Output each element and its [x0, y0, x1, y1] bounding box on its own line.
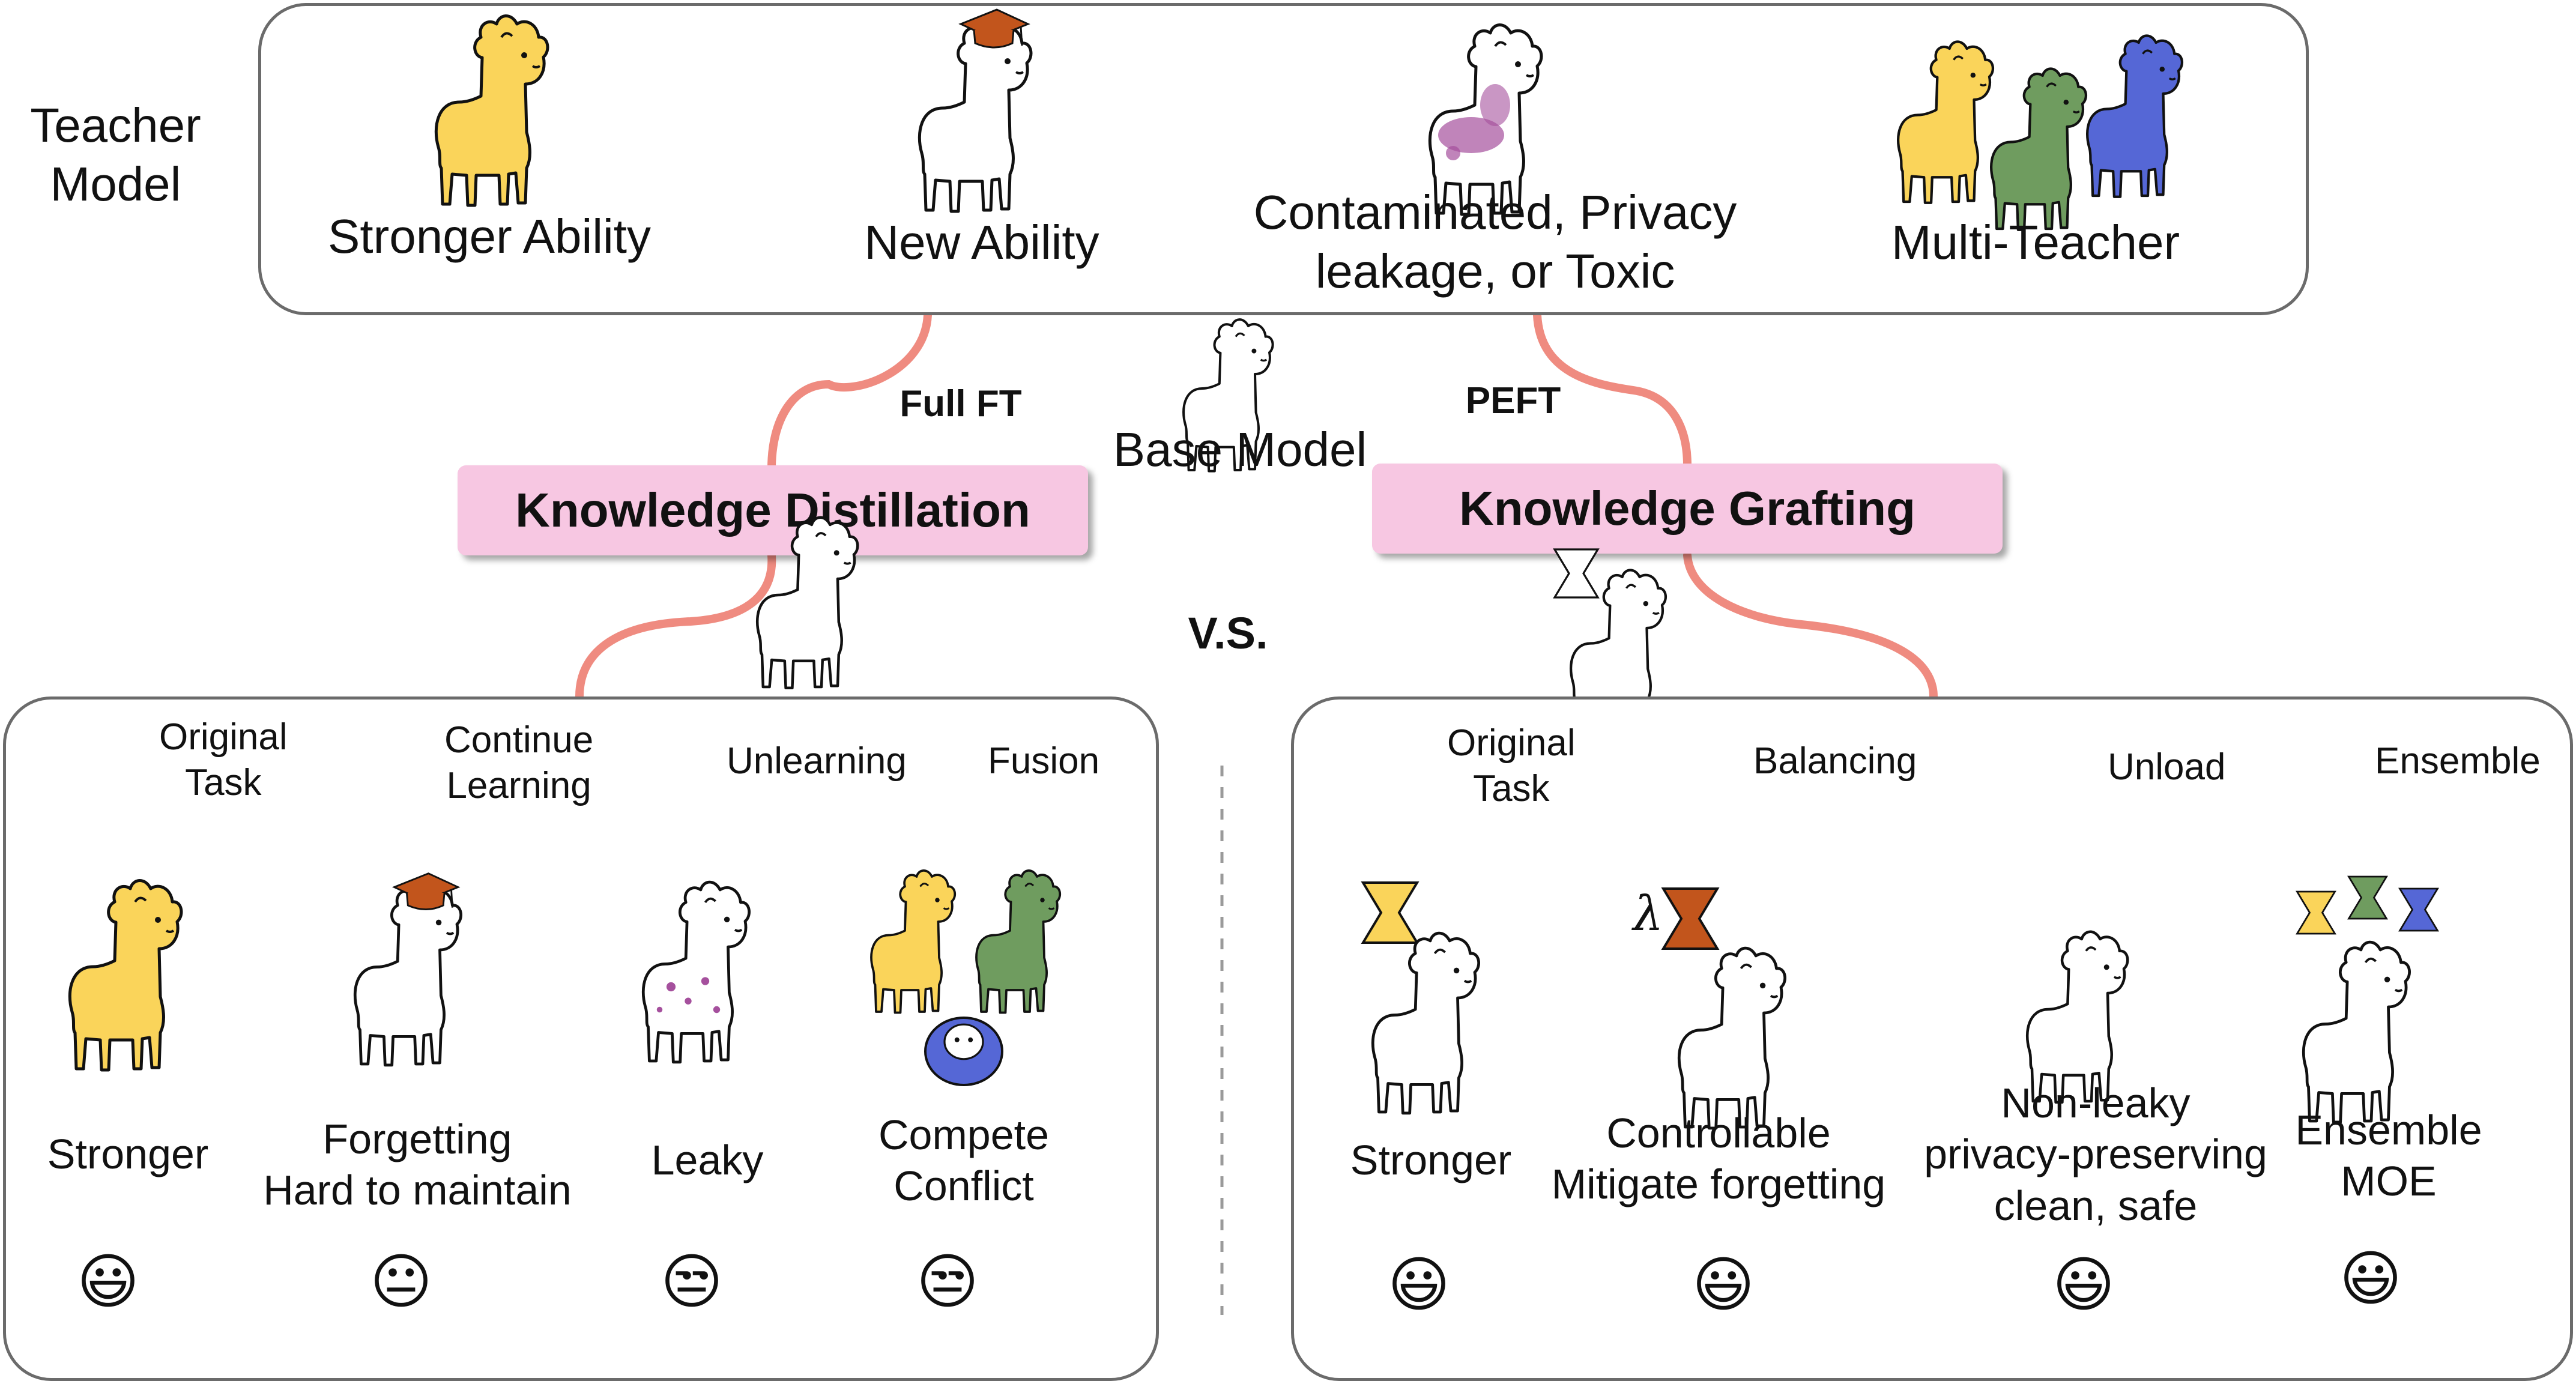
grafting-result-3: Ensemble MOE: [2295, 1107, 2482, 1205]
teacher-item-contaminated: Contaminated, Privacy leakage, or Toxic: [1253, 186, 1737, 298]
unload-alpaca-icon: [2027, 932, 2127, 1102]
smiley-face-icon: 😃: [1692, 1251, 1755, 1319]
grafting-arrow-label-2: Unload: [2108, 746, 2226, 788]
distillation-arrow-label-1: Continue Learning: [444, 719, 594, 806]
leaky-alpaca-icon: [643, 882, 749, 1062]
distillation-result-3: Compete Conflict: [878, 1111, 1050, 1210]
fusion-alpacas-icon: [870, 869, 1062, 1087]
balancing-adapter-icon: [1662, 887, 1719, 950]
knowledge-distillation-title: Knowledge Distillation: [458, 465, 1088, 555]
grafting-result-0: Stronger: [1350, 1137, 1512, 1183]
stronger-grafted-alpaca-icon: [1373, 933, 1478, 1113]
unamused-face-icon: 😒: [660, 1248, 724, 1316]
lambda-symbol: λ: [1633, 886, 1664, 941]
unamused-face-icon: 😒: [916, 1248, 979, 1316]
knowledge-grafting-title: Knowledge Grafting: [1372, 464, 2003, 554]
teacher-item-new-ability: New Ability: [864, 216, 1099, 269]
teacher-model-label: Teacher Model: [30, 98, 201, 211]
distillation-result-2: Leaky: [651, 1137, 764, 1183]
distillation-arrow-label-3: Fusion: [988, 740, 1100, 782]
smiley-face-icon: 😃: [76, 1248, 140, 1316]
grafting-arrow-label-1: Balancing: [1753, 740, 1917, 782]
contaminated-alpaca-icon: [1430, 25, 1541, 214]
smiley-face-icon: 😃: [1387, 1251, 1451, 1319]
full-ft-connector: [767, 311, 932, 473]
neutral-face-icon: 😐: [369, 1248, 433, 1316]
distillation-result-1: Forgetting Hard to maintain: [263, 1116, 572, 1214]
peft-connector: [1533, 311, 1692, 470]
forgetting-alpaca-icon: [355, 872, 461, 1065]
smiley-face-icon: 😃: [2052, 1251, 2115, 1319]
grafting-arrow-label-0: Original Task: [1447, 722, 1576, 809]
grafting-down-connector: [1683, 551, 1938, 701]
distillation-arrow-label-2: Unlearning: [727, 740, 907, 782]
distillation-down-connector: [575, 551, 776, 701]
distillation-result-0: Stronger: [47, 1131, 209, 1177]
teacher-item-multi-teacher: Multi-Teacher: [1891, 216, 2180, 269]
peft-label: PEFT: [1465, 380, 1561, 422]
grafting-result-1: Controllable Mitigate forgetting: [1551, 1110, 1886, 1208]
balancing-alpaca-icon: [1679, 948, 1785, 1128]
teacher-item-stronger-ability: Stronger Ability: [327, 210, 652, 263]
base-model-label: Base Model: [1113, 423, 1367, 476]
ensemble-adapters-icon: [2296, 875, 2438, 935]
stronger-adapter-icon: [1362, 881, 1418, 944]
stronger-yellow-alpaca-icon: [70, 880, 181, 1070]
ensemble-alpaca-icon: [2303, 942, 2409, 1122]
grafting-arrow-label-3: Ensemble: [2375, 740, 2541, 782]
grafting-result-2: Non-leaky privacy-preserving clean, safe: [1924, 1080, 2267, 1229]
full-ft-label: Full FT: [899, 383, 1022, 425]
smiley-face-icon: 😃: [2339, 1245, 2402, 1313]
vs-label: V.S.: [1188, 608, 1268, 658]
distillation-arrow-label-0: Original Task: [159, 716, 288, 803]
